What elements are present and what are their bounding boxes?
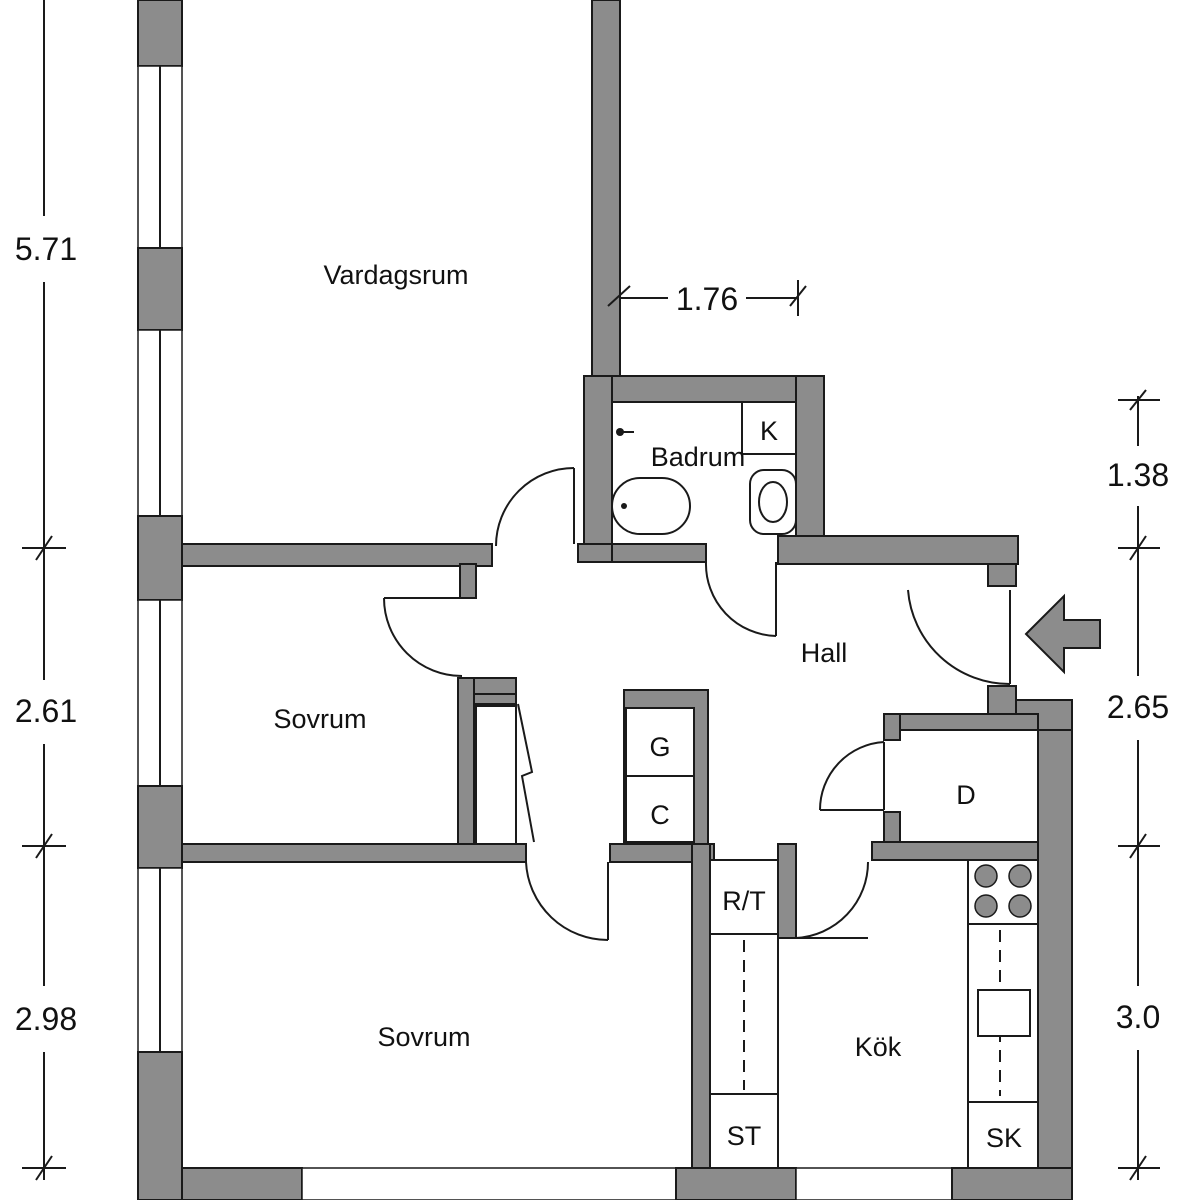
room-label-badrum: Badrum [651, 442, 746, 472]
fixture-label-k: K [760, 416, 778, 446]
fixture-label-d: D [956, 780, 976, 810]
room-label-sovrum-1: Sovrum [273, 704, 366, 734]
dimension-left-top: 5.71 [15, 231, 77, 267]
left-exterior-wall [137, 0, 183, 1200]
dimension-right-mid: 2.65 [1107, 689, 1169, 725]
dimension-hall-width: 1.76 [676, 281, 738, 317]
dimension-left-mid: 2.61 [15, 693, 77, 729]
dimension-lines [22, 0, 1160, 1181]
fixture-label-rt: R/T [722, 886, 766, 916]
fixture-label-st: ST [727, 1121, 762, 1151]
kitchen-fixtures [709, 859, 1039, 1169]
bottom-exterior-wall [181, 1167, 1073, 1200]
dimension-left-bottom: 2.98 [15, 1001, 77, 1037]
dimension-right-bottom: 3.0 [1116, 999, 1160, 1035]
bathroom-fixtures [611, 401, 797, 535]
entrance-arrow-icon [1024, 593, 1101, 675]
fixture-label-g: G [649, 732, 670, 762]
room-label-kok: Kök [855, 1032, 902, 1062]
dimension-right-top: 1.38 [1107, 457, 1169, 493]
room-label-hall: Hall [801, 638, 848, 668]
room-label-sovrum-2: Sovrum [377, 1022, 470, 1052]
doors [383, 467, 1011, 942]
interior-walls [181, 0, 1039, 1169]
fixture-label-c: C [650, 800, 670, 830]
room-label-vardagsrum: Vardagsrum [323, 260, 468, 290]
fixture-label-sk: SK [986, 1123, 1022, 1153]
